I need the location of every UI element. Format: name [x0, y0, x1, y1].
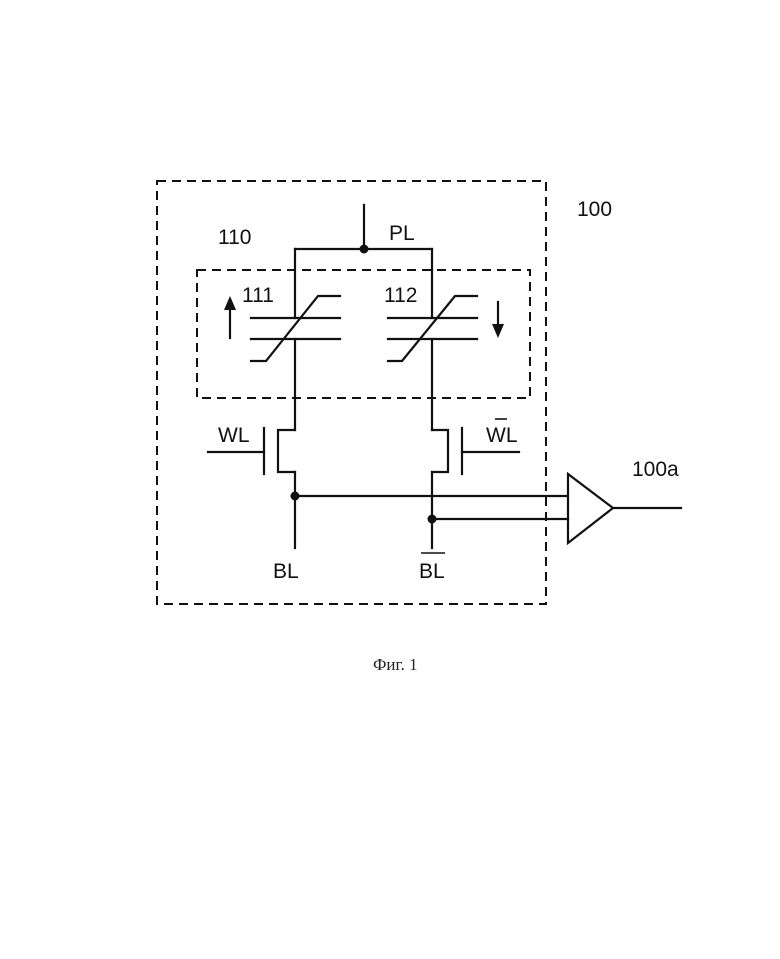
label-bit-line: BL: [273, 560, 299, 583]
transistor-left: [208, 398, 300, 548]
transistor-right: [428, 398, 520, 548]
label-cap-left: 111: [242, 284, 274, 307]
label-cap-right: 112: [384, 284, 417, 307]
label-word-line: WL: [218, 424, 250, 447]
cell-boundary: [157, 181, 546, 604]
figure-caption: Фиг. 1: [373, 655, 418, 674]
label-word-line-bar: WL: [486, 424, 518, 447]
plate-line-node: [360, 245, 369, 254]
arrow-up-icon: [224, 296, 236, 338]
arrow-down-icon: [492, 302, 504, 338]
label-cell: 100: [577, 198, 612, 221]
label-plate-line: PL: [389, 222, 415, 245]
label-output: 100a: [632, 458, 679, 481]
sense-amplifier: [568, 474, 681, 543]
label-capacitor-group: 110: [218, 226, 251, 249]
label-bit-line-bar: BL: [419, 560, 445, 583]
